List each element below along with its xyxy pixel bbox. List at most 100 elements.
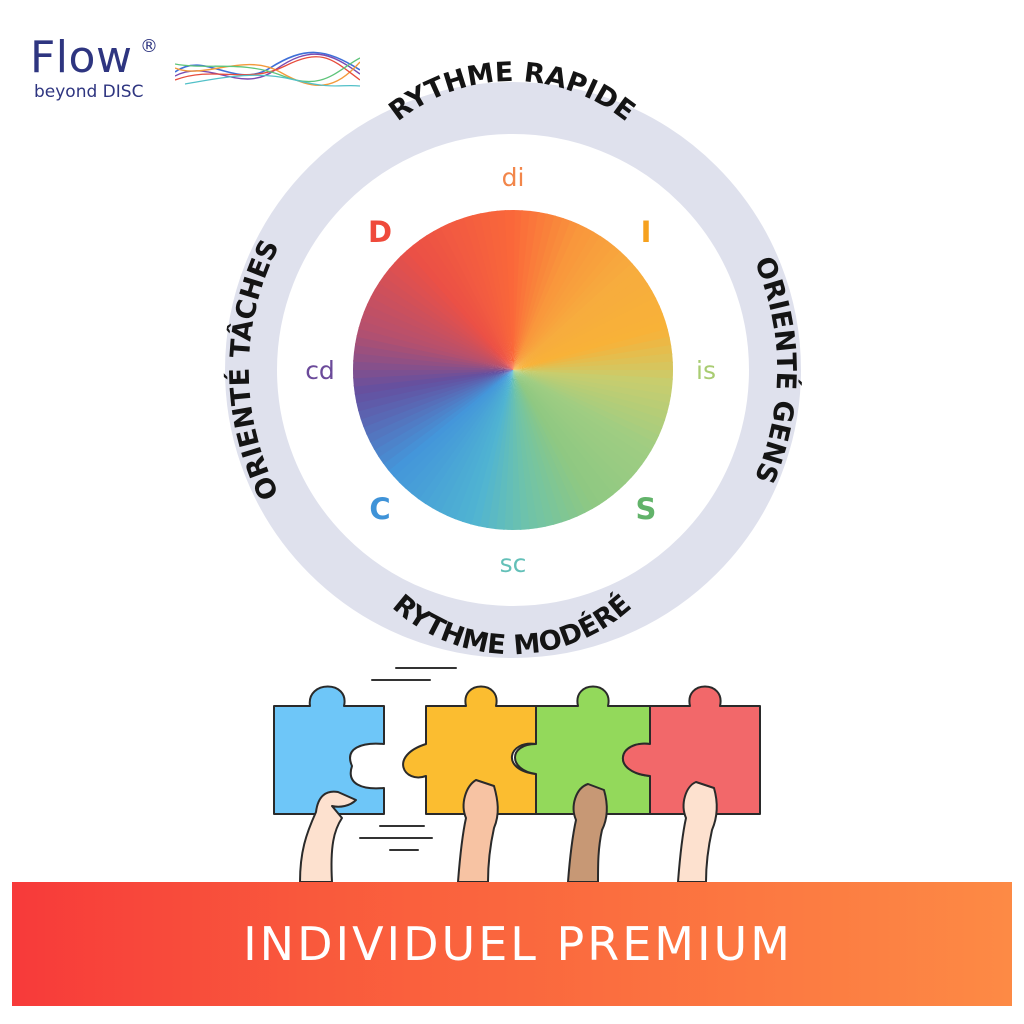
label-is: is <box>696 356 716 385</box>
label-di: di <box>502 163 525 192</box>
wheel-sector <box>366 370 513 443</box>
hands <box>299 779 718 883</box>
wheel-sector <box>513 235 609 370</box>
puzzle-illustration <box>273 667 761 883</box>
wheel-sector <box>369 370 513 450</box>
wheel-sector <box>513 370 593 514</box>
wheel-sector <box>370 288 513 370</box>
wheel-sector <box>387 370 513 478</box>
wheel-sector <box>513 370 656 452</box>
wheel-sector <box>496 210 513 370</box>
wheel-sector <box>418 234 513 370</box>
wheel-sector <box>383 268 513 370</box>
registered-mark: ® <box>140 36 158 57</box>
wheel-sector <box>513 353 673 370</box>
wheel-sector <box>353 368 513 379</box>
wheel-sector <box>513 251 628 370</box>
wheel-sector <box>513 328 670 370</box>
wheel-sector <box>504 210 515 370</box>
motion-lines <box>359 667 457 851</box>
wheel-sector <box>354 370 513 404</box>
wheel-sector <box>447 220 513 370</box>
puzzle-piece-blue <box>273 685 385 815</box>
wheel-sector <box>360 370 513 428</box>
wheel-sector <box>513 370 632 485</box>
wheel-sector <box>424 370 513 509</box>
logo-tagline: beyond DISC <box>34 82 144 102</box>
hand-3 <box>567 783 608 883</box>
wheel-sector <box>513 370 563 525</box>
wheel-sector <box>513 370 547 529</box>
wheel-sector <box>377 370 513 465</box>
wheel-sector <box>513 336 672 370</box>
wheel-ring <box>225 82 801 658</box>
wheel-sector <box>513 370 614 501</box>
wheel-sector <box>440 223 513 370</box>
wheel-sector <box>513 370 621 496</box>
wheel-sector <box>374 281 513 370</box>
wheel-sector <box>463 215 513 370</box>
wheel-sector <box>353 370 513 387</box>
wheel-sector <box>363 370 513 436</box>
wheel-sector <box>513 320 668 370</box>
wheel-sector <box>412 239 513 370</box>
wheel-sector <box>513 370 660 445</box>
wheel-sector <box>513 370 539 530</box>
wheel-sector <box>513 245 622 370</box>
wheel-sector <box>404 370 513 495</box>
wheel-sector <box>388 261 513 370</box>
wheel-sector <box>417 370 513 505</box>
wheel-sector <box>433 226 513 370</box>
wheel-sector <box>513 370 627 491</box>
premium-banner: INDIVIDUEL PREMIUM <box>12 882 1012 1006</box>
wheel-sector <box>398 370 513 489</box>
wheel-sector <box>513 370 608 506</box>
banner-title: INDIVIDUEL PREMIUM <box>243 917 793 971</box>
wheel-sector <box>487 210 513 370</box>
label-c: C <box>369 492 390 526</box>
wheel-sector <box>394 255 513 370</box>
disc-color-wheel <box>353 210 673 530</box>
wheel-sector <box>513 370 571 523</box>
label-cd: cd <box>305 356 335 385</box>
wheel-sector <box>382 370 513 471</box>
wheel-sector <box>378 274 513 370</box>
hand-4 <box>677 781 718 883</box>
hand-left <box>299 790 357 883</box>
wheel-sector <box>358 370 513 420</box>
wheel-sector <box>353 370 513 396</box>
wheel-sector <box>399 249 513 370</box>
wheel-sector <box>511 370 522 530</box>
puzzle-piece-yellow <box>402 685 537 815</box>
wheel-sector <box>513 312 666 370</box>
label-s: S <box>636 492 657 526</box>
wheel-sector <box>513 275 649 370</box>
disc-wheel: RYTHME RAPIDE RYTHME MODÉRÉ ORIENTÉ GENS… <box>224 57 803 662</box>
wheel-sector <box>479 211 513 370</box>
wheel-sector <box>513 240 615 370</box>
label-sc: sc <box>500 549 527 578</box>
wheel-sector <box>513 223 588 370</box>
wheel-sector <box>513 297 660 370</box>
wheel-sector <box>513 361 673 372</box>
label-d: D <box>368 215 392 249</box>
wheel-sector <box>513 370 555 527</box>
wheel-sector <box>513 256 634 370</box>
wheel-sector <box>411 370 513 500</box>
wheel-sector <box>356 370 513 412</box>
wheel-sector <box>513 370 530 530</box>
wheel-sector <box>513 370 643 472</box>
wheel-sector <box>431 370 513 513</box>
wheel-sector <box>513 231 602 370</box>
wheel-sector <box>513 370 638 479</box>
wheel-sector <box>513 370 586 517</box>
wheel-sector <box>513 344 673 370</box>
wheel-sector <box>513 370 652 459</box>
wheel-sector <box>455 217 513 370</box>
hand-2 <box>457 779 499 883</box>
wheel-sector <box>513 227 595 370</box>
flow-logo: Flow ® beyond DISC <box>30 36 360 106</box>
wheel-sector <box>513 304 663 370</box>
wheel-sector <box>513 370 601 510</box>
wheel-sector <box>392 370 513 484</box>
